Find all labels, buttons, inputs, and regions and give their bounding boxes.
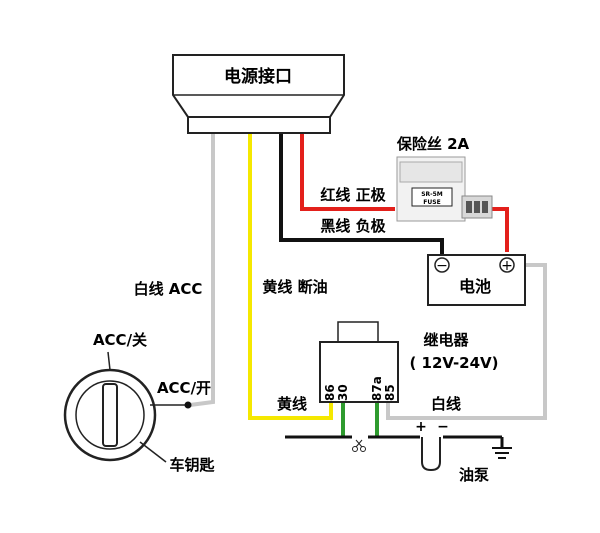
relay: 86 30 87a 85 [319, 321, 399, 403]
white-wire-label: 白线 [431, 395, 461, 413]
battery: − + 电池 [427, 254, 526, 306]
acc-on-terminal [184, 401, 192, 409]
battery-plus-terminal [499, 257, 515, 273]
acc-on-label: ACC/开 [157, 379, 211, 397]
yellow-wire-label: 黄线 [277, 395, 307, 413]
yellow-fuel-wire [248, 133, 333, 420]
relay-pin-87a: 87a [370, 376, 384, 401]
battery-minus-sign: − [436, 258, 448, 274]
red-wire-label: 红线 正极 [320, 186, 386, 204]
fuse-label: 保险丝 2A [396, 135, 470, 153]
white-acc-wire [189, 133, 215, 407]
scissors-icon [352, 439, 366, 452]
red-wire-to-fuse [300, 133, 395, 211]
yellow-fuel-wire-label: 黄线 断油 [262, 278, 327, 296]
power-box-label: 电源接口 [224, 66, 292, 87]
black-wire [279, 133, 444, 257]
battery-plus-sign: + [501, 258, 513, 274]
pump-plus-sign: + [415, 419, 427, 435]
acc-off-label: ACC/关 [93, 331, 147, 349]
fuel-pump: + − [415, 419, 449, 472]
pump-label: 油泵 [459, 466, 489, 484]
white-wire-relay [386, 263, 547, 420]
relay-voltage: ( 12V-24V) [409, 354, 498, 372]
key-switch [63, 351, 192, 463]
relay-pin-30: 30 [336, 384, 350, 401]
relay-pin-85: 85 [383, 384, 397, 401]
fuse: SR-5M FUSE [396, 156, 493, 222]
fuse-top-text: SR-5M [421, 191, 443, 198]
ground-icon [492, 447, 512, 459]
fuse-bottom-text: FUSE [423, 199, 440, 206]
battery-minus-terminal [434, 257, 450, 273]
relay-label: 继电器 [423, 331, 469, 349]
key-label: 车钥匙 [169, 456, 215, 474]
black-wire-label: 黑线 负极 [320, 217, 386, 235]
white-acc-wire-label: 白线 ACC [134, 280, 203, 298]
relay-pin-86: 86 [323, 384, 337, 401]
pump-minus-sign: − [437, 419, 449, 435]
power-interface-box: 电源接口 [172, 54, 345, 134]
battery-label: 电池 [459, 277, 491, 296]
